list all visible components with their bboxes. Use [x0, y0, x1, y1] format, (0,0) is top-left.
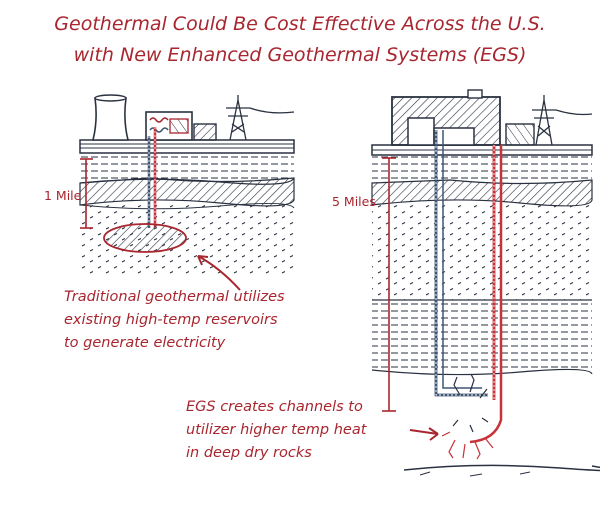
right-depth-marker	[382, 157, 396, 412]
right-depth-label: 5 Miles	[332, 194, 376, 209]
left-caption-line-2: existing high-temp reservoirs	[64, 312, 278, 328]
left-caption-arrowhead	[197, 255, 209, 266]
right-panel: 5 Miles EGS creates channels to utilizer…	[186, 89, 600, 477]
left-panel: 1 Mile Traditional geothermal utilizes e…	[44, 94, 295, 351]
right-ground-layers	[371, 144, 600, 477]
right-caption-line-1: EGS creates channels to	[186, 399, 363, 415]
title-line-2: with New Enhanced Geothermal Systems (EG…	[74, 44, 527, 66]
title-line-1: Geothermal Could Be Cost Effective Acros…	[54, 13, 545, 35]
right-caption-line-2: utilizer higher temp heat	[186, 422, 368, 438]
left-caption-line-3: to generate electricity	[64, 335, 226, 351]
left-well-pipes	[147, 127, 157, 228]
left-caption-arrow	[197, 255, 241, 291]
left-reservoir	[103, 223, 187, 253]
left-cooling-tower	[91, 94, 130, 141]
right-power-plant	[391, 89, 535, 146]
left-ground-layers	[79, 139, 295, 275]
right-caption-arrowhead	[428, 427, 439, 441]
right-well-pipes	[434, 130, 503, 444]
left-transmission-tower	[226, 95, 295, 141]
right-fracture-zone	[441, 373, 494, 460]
right-caption-arrow	[409, 429, 439, 435]
left-caption-line-1: Traditional geothermal utilizes	[64, 289, 285, 305]
right-transmission-tower	[532, 95, 593, 146]
left-depth-label: 1 Mile	[44, 188, 82, 203]
left-depth-marker	[80, 158, 93, 229]
right-caption-line-3: in deep dry rocks	[186, 445, 312, 461]
left-power-plant	[145, 111, 217, 141]
